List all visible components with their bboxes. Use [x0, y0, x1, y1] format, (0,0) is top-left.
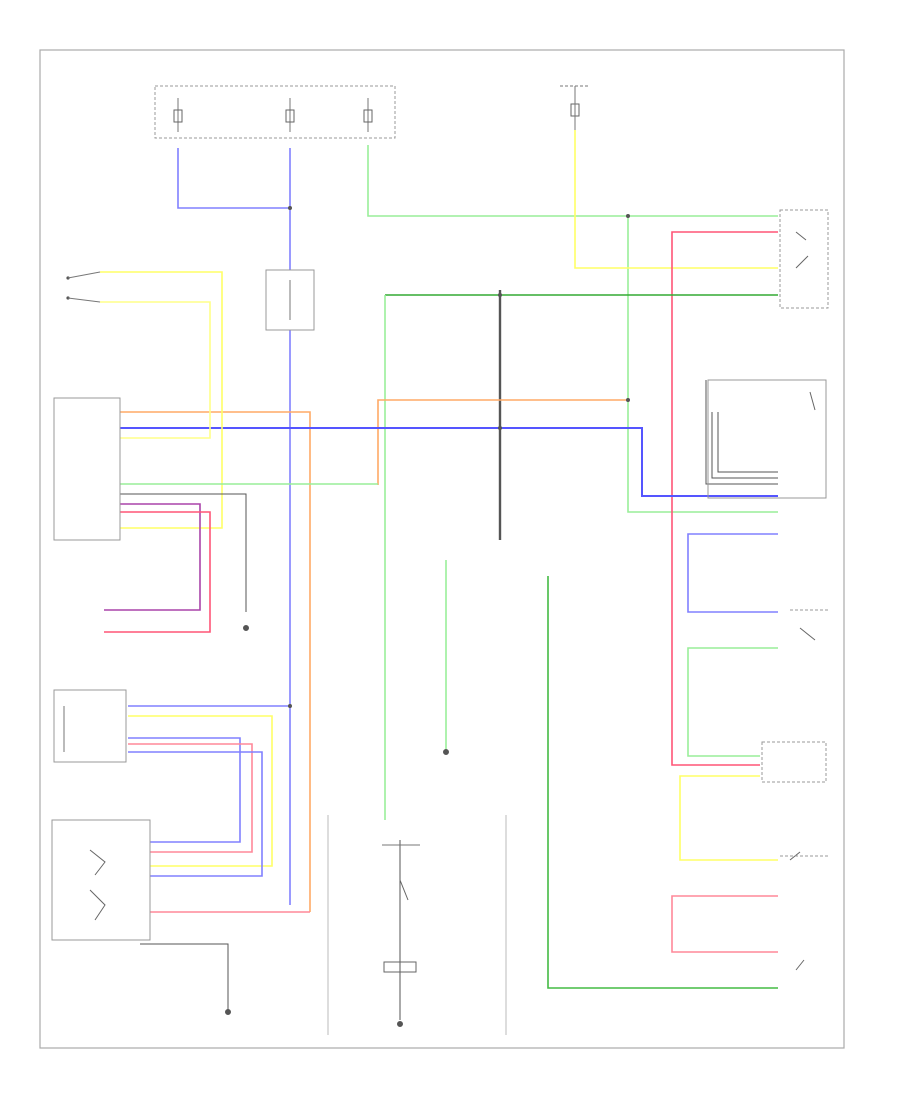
wire-yellow-acswitch [100, 271, 223, 529]
wire-blue-fuse1 [177, 148, 290, 209]
wire-blower-red [128, 743, 253, 853]
thermo-switch [707, 379, 827, 499]
fuse-box [154, 85, 396, 139]
diagram-border [39, 49, 845, 1049]
wire-black-stack-1 [705, 380, 778, 485]
compressor [382, 844, 420, 973]
wire-green-vertical-right [627, 216, 778, 513]
ac-switch [66, 271, 101, 303]
wire-black-stack-2 [711, 412, 778, 479]
wire-green-bottom-right [547, 576, 778, 989]
junction-dots [288, 206, 630, 708]
wire-ecm-ground [120, 493, 247, 612]
wire-orange-2 [377, 399, 628, 485]
pcm [761, 741, 827, 783]
ecm [53, 397, 121, 541]
blower-switch [53, 689, 127, 763]
wire-blower-blue1 [128, 737, 241, 843]
right-relay [779, 209, 829, 309]
ground-symbols [225, 625, 449, 1027]
wire-fan-ground [140, 943, 229, 1010]
wire-magenta [104, 503, 201, 611]
fan-motor [51, 819, 151, 941]
fuse-right [560, 85, 590, 130]
wires [100, 130, 778, 1020]
wire-yellow-right-bottom [679, 775, 778, 861]
relay-left [265, 269, 315, 331]
wire-pink [104, 511, 211, 633]
wire-pink-right-bottom [671, 895, 778, 953]
bottom-right-contacts [780, 851, 830, 971]
wire-green-fuse3 [367, 145, 778, 217]
wire-green-right [687, 647, 778, 757]
dual-pressure [790, 609, 830, 641]
wire-red-right [671, 231, 778, 766]
wire-yellow-2 [100, 301, 211, 439]
wire-orange [120, 411, 311, 912]
wire-blower-blue2 [128, 751, 263, 877]
wire-blue-long [120, 427, 778, 497]
wire-yellow-right-fuse [574, 130, 778, 269]
wire-blue-right [687, 533, 778, 613]
wire-blower-yellow [128, 715, 273, 867]
wire-black-stack-3 [717, 412, 778, 473]
